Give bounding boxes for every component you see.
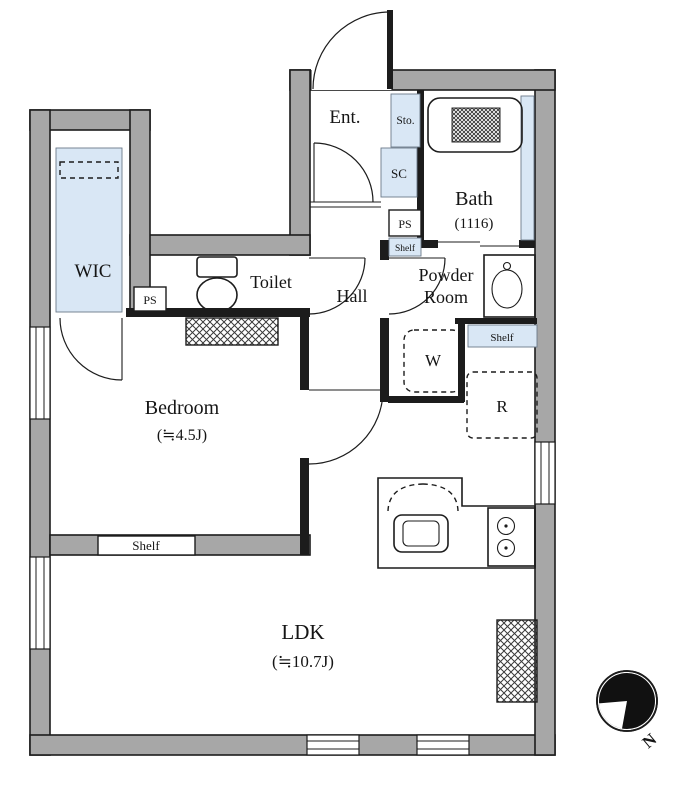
stove-burner-bottom-dot [504, 546, 508, 550]
stove-outline [487, 507, 536, 567]
entrance-door-leaf [387, 10, 393, 89]
entrance-door [310, 10, 393, 90]
vanity-faucet [502, 261, 512, 271]
label-hall: Hall [337, 286, 368, 306]
vanity-sink [483, 254, 536, 318]
partition-powder-west-stub [380, 240, 389, 260]
stove [487, 507, 536, 567]
vanity-basin [491, 269, 523, 309]
wall-entrance-left [289, 69, 311, 256]
partition-bath-south-right [519, 240, 535, 248]
label-ps-left: PS [143, 293, 156, 307]
washing-machine-area [403, 329, 463, 393]
bedroom-closet-hatch [185, 317, 279, 346]
bedroom-door [308, 389, 384, 465]
shoe-closet-box [380, 147, 418, 198]
label-ldk: LDK [281, 620, 324, 644]
window-right [534, 441, 556, 505]
label-wic: WIC [75, 261, 112, 282]
bath-sliding-door [437, 241, 521, 247]
storage-box [390, 93, 421, 148]
label-shoe-closet: SC [391, 166, 407, 181]
label-bedroom: Bedroom [145, 397, 220, 419]
bathtub-outline [427, 97, 523, 153]
label-shelf-bath: Shelf [395, 243, 416, 254]
wic-closet-area [55, 147, 123, 313]
label-powder-line2: Room [424, 287, 468, 307]
window-bottom-right [416, 734, 470, 756]
window-bottom-left [306, 734, 360, 756]
label-fridge: R [496, 397, 508, 416]
entrance-door-opening [311, 69, 392, 90]
wic-hanger-pipe [59, 161, 119, 179]
window-left-lower [29, 556, 51, 650]
stove-burner-top-dot [504, 524, 508, 528]
toilet-bowl [196, 277, 238, 313]
partition-washer-south [388, 396, 464, 403]
window-left-upper [29, 326, 51, 420]
partition-bedroom-east-upper [300, 308, 309, 390]
bathtub-hatch [451, 107, 501, 143]
label-ps-top: PS [398, 217, 411, 231]
stove-burner-bottom [496, 538, 516, 558]
compass-ring [596, 670, 658, 732]
label-shelf-powder: Shelf [490, 332, 514, 344]
pipe-space-top-box [388, 209, 422, 237]
compass-wedge [599, 701, 627, 729]
label-entrance: Ent. [329, 107, 360, 128]
toilet-door [308, 257, 366, 315]
label-bedroom-size: (≒4.5J) [157, 427, 207, 444]
refrigerator-area [466, 371, 538, 439]
bathtub [427, 97, 523, 153]
wall-wic-right [129, 109, 151, 311]
north-compass: N [596, 670, 661, 752]
toilet-fixture [196, 256, 238, 313]
wall-bottom [29, 734, 556, 756]
label-shelf-bedroom: Shelf [132, 538, 160, 553]
label-ldk-size: (≒10.7J) [272, 652, 334, 671]
pipe-space-left-box [133, 286, 167, 312]
partition-shelf-north [455, 318, 537, 324]
partition-hall-east [380, 318, 389, 402]
kitchen-sink [393, 514, 449, 553]
entrance-hall-door [313, 142, 374, 203]
kitchen-cabinet-arc-left [387, 483, 424, 512]
kitchen-cabinet-arc-right [422, 483, 459, 512]
label-bath-size: (1116) [455, 216, 494, 232]
entrance-door-swing-arc [312, 11, 391, 90]
wall-above-toilet [129, 234, 311, 256]
vanity-cabinet [483, 254, 536, 318]
partition-bedroom-east-lower [300, 458, 309, 555]
shelf-bedroom-box [97, 535, 196, 556]
powder-room-door [388, 257, 446, 315]
compass-north-label: N [639, 729, 661, 752]
label-powder-line1: Powder [419, 265, 474, 285]
bath-counter-strip [520, 95, 535, 241]
toilet-tank [196, 256, 238, 278]
wall-left [29, 109, 51, 756]
ldk-shaft-hatch [496, 619, 538, 703]
label-storage: Sto. [396, 115, 414, 127]
label-toilet: Toilet [250, 272, 292, 292]
label-washer: W [425, 351, 442, 370]
kitchen-sink-bowl [402, 520, 440, 547]
shelf-bath-box [388, 237, 422, 257]
stove-burner-top [496, 516, 516, 536]
label-bath: Bath [455, 188, 493, 210]
partition-bath-west [417, 90, 424, 240]
kitchen-counter-outline [377, 477, 536, 569]
kitchen-counter [377, 477, 536, 569]
wall-right [534, 69, 556, 756]
shelf-powder-box [467, 324, 538, 348]
wic-door [59, 317, 123, 381]
